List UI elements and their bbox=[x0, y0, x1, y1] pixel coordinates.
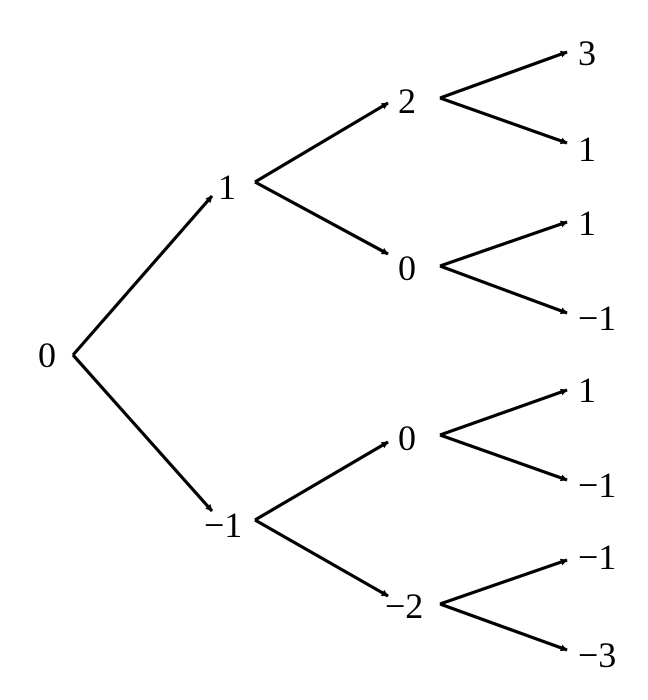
node-label-aaa: 3 bbox=[578, 33, 596, 73]
edge-ab-to-aba bbox=[439, 220, 568, 268]
edge-ab-to-abb bbox=[439, 264, 568, 315]
node-label-bab: −1 bbox=[578, 465, 616, 505]
node-label-ab: 0 bbox=[398, 248, 416, 288]
node-label-bb: −2 bbox=[385, 586, 423, 626]
node-labels: 0 1 −1 2 0 0 −2 3 1 1 −1 1 −1 −1 −3 bbox=[38, 33, 616, 675]
node-label-b: −1 bbox=[204, 505, 242, 545]
node-label-aa: 2 bbox=[398, 81, 416, 121]
edge-b-to-bb bbox=[254, 518, 389, 598]
node-label-a: 1 bbox=[218, 167, 236, 207]
edge-aa-to-aab bbox=[439, 96, 568, 145]
edges bbox=[71, 50, 568, 652]
edge-ba-to-bab bbox=[439, 433, 568, 482]
edge-bb-to-bba bbox=[439, 558, 568, 606]
node-label-r: 0 bbox=[38, 335, 56, 375]
edge-aa-to-aaa bbox=[439, 50, 568, 100]
node-label-aba: 1 bbox=[578, 203, 596, 243]
edge-ba-to-baa bbox=[439, 388, 568, 437]
edge-bb-to-bbb bbox=[439, 602, 568, 652]
node-label-bba: −1 bbox=[578, 537, 616, 577]
node-label-bbb: −3 bbox=[578, 635, 616, 675]
node-label-abb: −1 bbox=[578, 298, 616, 338]
node-label-ba: 0 bbox=[398, 418, 416, 458]
edge-b-to-ba bbox=[254, 440, 389, 522]
node-label-aab: 1 bbox=[578, 129, 596, 169]
edge-a-to-ab bbox=[254, 180, 389, 256]
edge-r-to-b bbox=[71, 353, 214, 513]
edge-a-to-aa bbox=[254, 101, 389, 184]
edge-r-to-a bbox=[71, 194, 214, 357]
node-label-baa: 1 bbox=[578, 370, 596, 410]
